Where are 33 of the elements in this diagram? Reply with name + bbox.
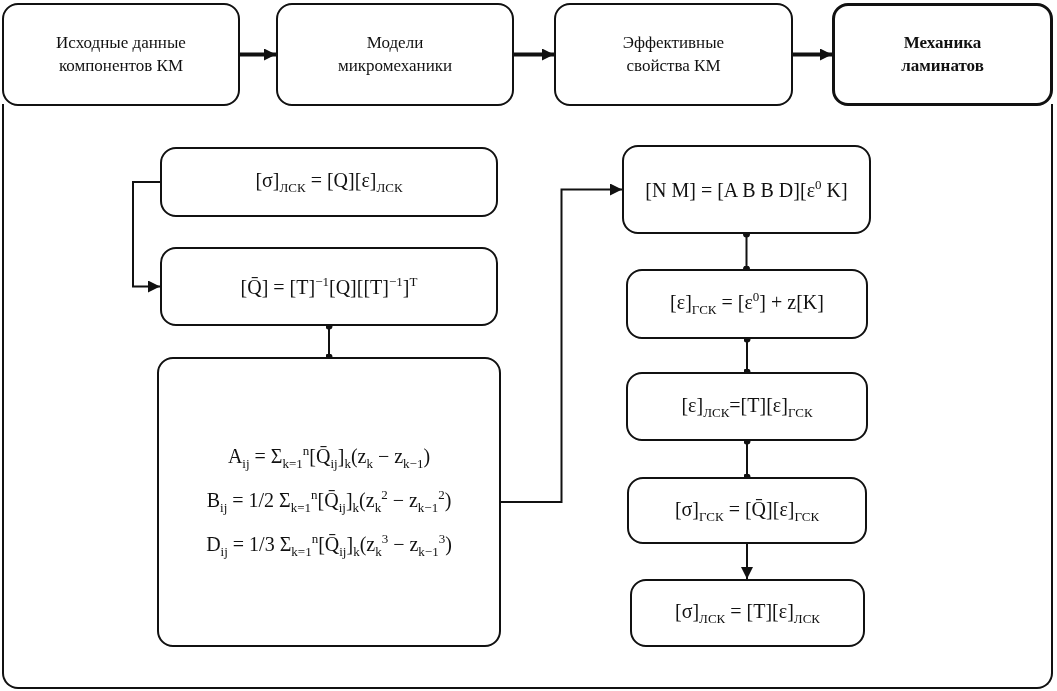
process-box <box>276 3 514 106</box>
formula-box <box>627 477 867 544</box>
process-box <box>832 3 1053 106</box>
formula-text: [ε]$_{ЛСК}$=[T][ε]$_{ГСК}$ <box>681 392 813 422</box>
formula-text: A$_{ij}$ = Σ$_{k=1}$$^{n}$[Q̄$_{ij}$]$_{k}$(z$_{k}$ − z$_{k−1}$) <box>227 443 431 474</box>
formula-text: B$_{ij}$ = 1/2 Σ$_{k=1}$$^{n}$[Q̄$_{ij}$]$_{k}$(z$_{k}$$^{2}$ − z$_{k−1}$$^{2}$) <box>206 487 452 517</box>
box-label: Механика ламинатов <box>900 31 985 77</box>
formula-box <box>157 357 501 647</box>
formula-box <box>630 579 865 647</box>
connector-arrow <box>741 543 753 580</box>
process-box <box>554 3 793 106</box>
formula-text: [σ]$_{ГСК}$ = [Q̄][ε]$_{ГСК}$ <box>674 496 820 526</box>
formula-text: [Q̄] = [T]$^{−1}$[Q][[T]$^{−1}$]$^{T}$ <box>240 273 418 300</box>
formula-box <box>160 147 498 217</box>
box-label: Эффективные свойства КМ <box>621 31 726 77</box>
formula-text: [σ]$_{ЛСК}$ = [Q][ε]$_{ЛСК}$ <box>255 168 403 197</box>
formula-box <box>160 247 498 326</box>
connector-arrow <box>240 48 276 61</box>
formula-box <box>626 269 868 339</box>
box-label: Исходные данные компонентов КМ <box>55 31 187 77</box>
formula-text: [ε]$_{ГСК}$ = [ε$^{0}$] + z[K] <box>670 289 824 319</box>
panel-frame <box>2 104 1053 689</box>
connector-arrow <box>132 181 161 293</box>
formula-box <box>626 372 868 441</box>
process-box <box>2 3 240 106</box>
box-label: Модели микромеханики <box>336 31 454 77</box>
formula-text: [N M] = [A B B D][ε$^{0}$ K] <box>645 176 848 203</box>
formula-text: [σ]$_{ЛСК}$ = [T][ε]$_{ЛСК}$ <box>675 599 820 628</box>
formula-text: D$_{ij}$ = 1/3 Σ$_{k=1}$$^{n}$[Q̄$_{ij}$]$_{k}$(z$_{k}$$^{3}$ − z$_{k−1}$$^{3}$) <box>206 530 452 561</box>
connector-arrow <box>500 183 623 503</box>
connector-arrow <box>793 48 832 61</box>
connector-arrow <box>514 48 554 61</box>
formula-box <box>622 145 871 234</box>
